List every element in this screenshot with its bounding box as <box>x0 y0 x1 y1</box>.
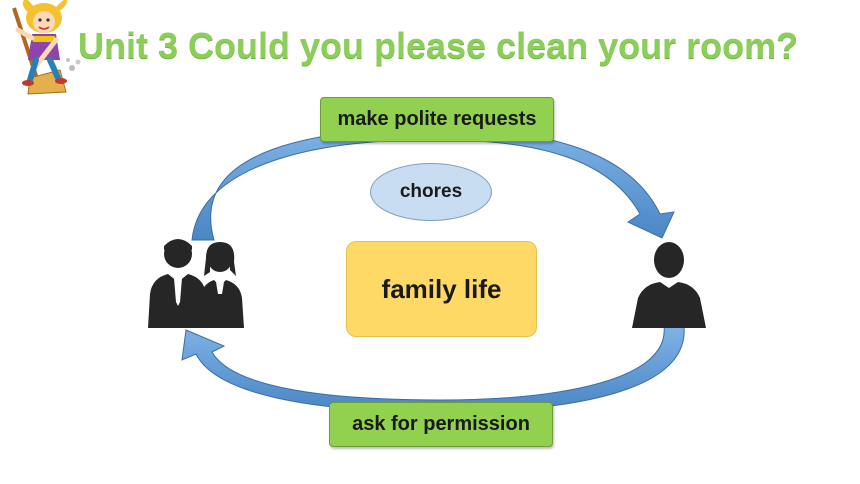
make-polite-requests-label: make polite requests <box>320 97 554 142</box>
girl-with-broom-icon <box>12 0 81 95</box>
bottom-arrow <box>181 325 685 413</box>
page-title: Unit 3 Could you please clean your room? <box>78 25 799 66</box>
child-icon <box>632 242 706 328</box>
chores-topic: chores <box>370 163 492 221</box>
parents-icon <box>148 239 244 328</box>
top-arrow <box>191 127 675 241</box>
family-life-center: family life <box>346 241 537 337</box>
ask-for-permission-label: ask for permission <box>329 402 553 447</box>
